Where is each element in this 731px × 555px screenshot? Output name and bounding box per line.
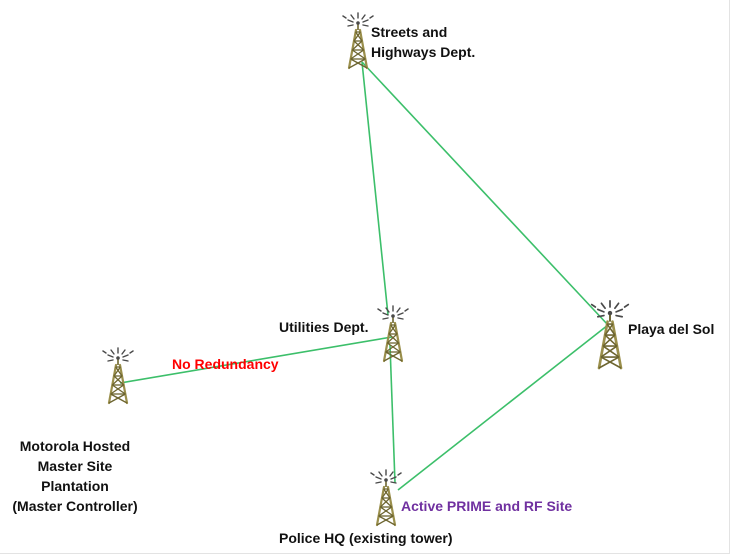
site-label-streets-line1: Streets and bbox=[371, 24, 448, 40]
link-streets-playa bbox=[361, 61, 609, 326]
site-label-master: Motorola Hosted Master Site Plantation (… bbox=[0, 436, 150, 516]
site-label-master-line3: Plantation bbox=[41, 478, 109, 494]
site-label-utilities: Utilities Dept. bbox=[279, 319, 369, 335]
site-label-master-line2: Master Site bbox=[37, 458, 113, 474]
link-utilities-police bbox=[389, 344, 396, 484]
site-label-master-line4: (Master Controller) bbox=[12, 498, 138, 514]
tower-police-icon bbox=[370, 469, 402, 527]
site-label-master-line1: Motorola Hosted bbox=[19, 438, 131, 454]
site-label-playa: Playa del Sol bbox=[628, 321, 715, 337]
site-label-streets-line2: Highways Dept. bbox=[371, 44, 476, 60]
link-label-no-redundancy: No Redundancy bbox=[172, 356, 279, 372]
tower-playa-icon bbox=[590, 300, 630, 370]
tower-streets-icon bbox=[342, 12, 374, 70]
site-label-police: Police HQ (existing tower) bbox=[279, 530, 453, 546]
site-label-streets: Streets and Highways Dept. bbox=[371, 22, 475, 62]
annotation-active-prime-rf-site: Active PRIME and RF Site bbox=[401, 498, 573, 514]
tower-utilities-icon bbox=[377, 305, 409, 363]
links-layer bbox=[119, 61, 609, 491]
link-master-utilities bbox=[119, 336, 393, 384]
tower-master-icon bbox=[102, 347, 134, 405]
link-police-playa bbox=[397, 324, 609, 491]
link-streets-utilities bbox=[361, 61, 389, 316]
